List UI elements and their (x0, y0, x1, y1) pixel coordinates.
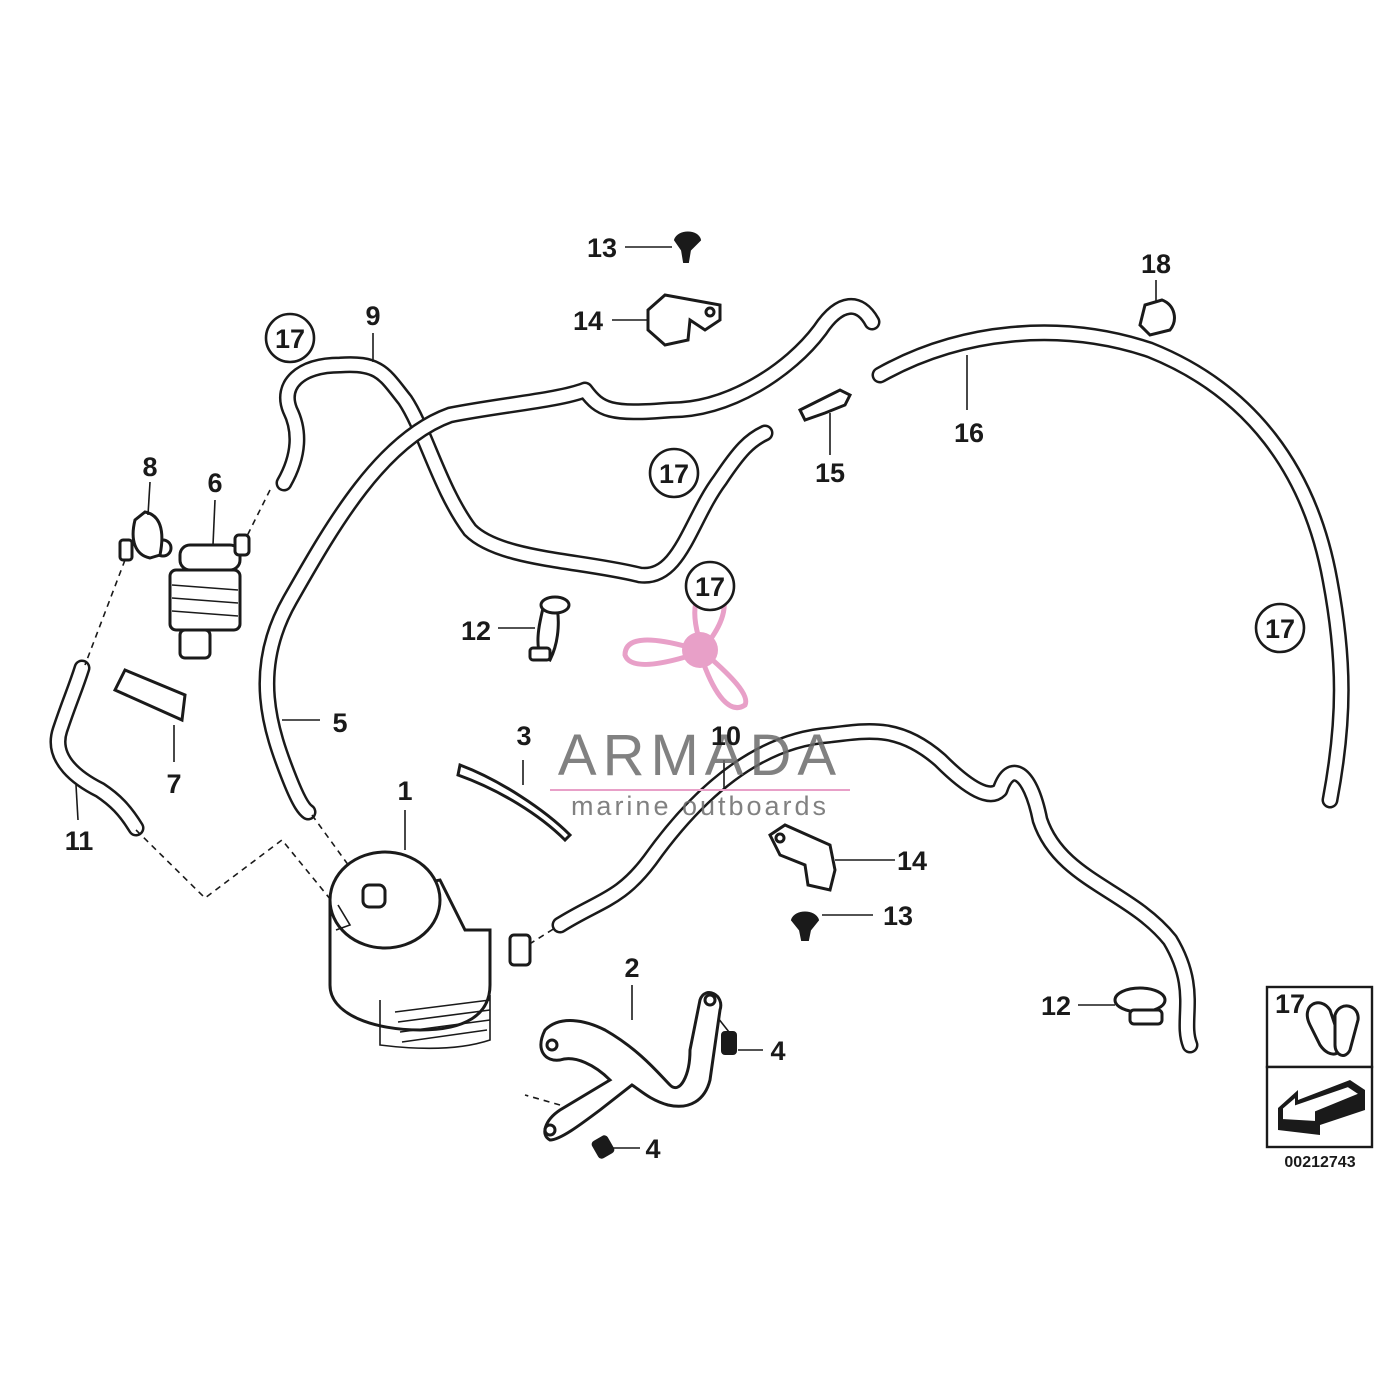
hose-16 (871, 324, 1350, 809)
mounting-bracket (539, 991, 723, 1142)
armada-watermark: ARMADA marine outboards (550, 585, 850, 821)
hose-connector-15 (797, 388, 853, 422)
hose-9 (275, 356, 774, 584)
hose-clamp-upper (528, 595, 571, 663)
callout-3: 3 (516, 721, 531, 751)
callout-6: 6 (207, 468, 222, 498)
svg-text:17: 17 (659, 459, 689, 489)
callout-7: 7 (166, 769, 181, 799)
callout-13-lower: 13 (883, 901, 913, 931)
hose-5 (258, 298, 881, 821)
mounting-ring (112, 668, 187, 723)
connection-lines (84, 489, 561, 1106)
callout-14-lower: 14 (897, 846, 927, 876)
legend-label: 17 (1275, 989, 1305, 1019)
callout-14-upper: 14 (573, 306, 603, 336)
callout-12-upper: 12 (461, 616, 491, 646)
hose-connector (118, 510, 164, 562)
callout-13-upper: 13 (587, 233, 617, 263)
callout-8: 8 (142, 452, 157, 482)
callout-1: 1 (397, 776, 412, 806)
svg-text:17: 17 (1265, 614, 1295, 644)
svg-text:17: 17 (275, 324, 305, 354)
callout-4-lower: 4 (645, 1134, 660, 1164)
hose-holder-lower (768, 823, 837, 892)
callout-9: 9 (365, 301, 380, 331)
purge-valve (153, 533, 251, 660)
clip-icon (1306, 1001, 1360, 1057)
bolt-lower (591, 1135, 615, 1159)
callout-11: 11 (65, 826, 94, 856)
push-clip-lower (790, 911, 820, 941)
callout-17-top-left: 17 (264, 312, 316, 364)
callout-4-upper: 4 (770, 1036, 785, 1066)
diagram-number: 00212743 (1284, 1154, 1355, 1171)
callout-17-middle: 17 (648, 447, 700, 499)
legend-box: 17 00212743 (1265, 985, 1374, 1171)
hose-clip-18 (1138, 298, 1176, 337)
hose-11 (49, 659, 145, 837)
hose-clamp-lower (1113, 986, 1167, 1026)
callout-2: 2 (624, 953, 639, 983)
hose-holder-upper (646, 293, 722, 347)
callout-17-right: 17 (1254, 602, 1306, 654)
carbon-canister (328, 850, 532, 1050)
propeller-icon (622, 585, 749, 710)
watermark-brand: ARMADA (558, 723, 842, 788)
callout-12-lower: 12 (1041, 991, 1071, 1021)
svg-text:17: 17 (695, 572, 725, 602)
hose-10 (551, 722, 1199, 1054)
bolt-upper (717, 1017, 737, 1055)
callout-16: 16 (954, 418, 984, 448)
push-clip-upper (673, 231, 702, 263)
callout-17-center: 17 (684, 560, 736, 612)
callout-5: 5 (332, 708, 347, 738)
callout-18: 18 (1141, 249, 1171, 279)
leader-lines (75, 246, 1157, 1149)
callout-10: 10 (711, 721, 741, 751)
protective-strip (456, 762, 573, 843)
callout-15: 15 (815, 458, 845, 488)
direction-arrow-icon (1278, 1080, 1365, 1135)
watermark-tagline: marine outboards (571, 791, 829, 821)
